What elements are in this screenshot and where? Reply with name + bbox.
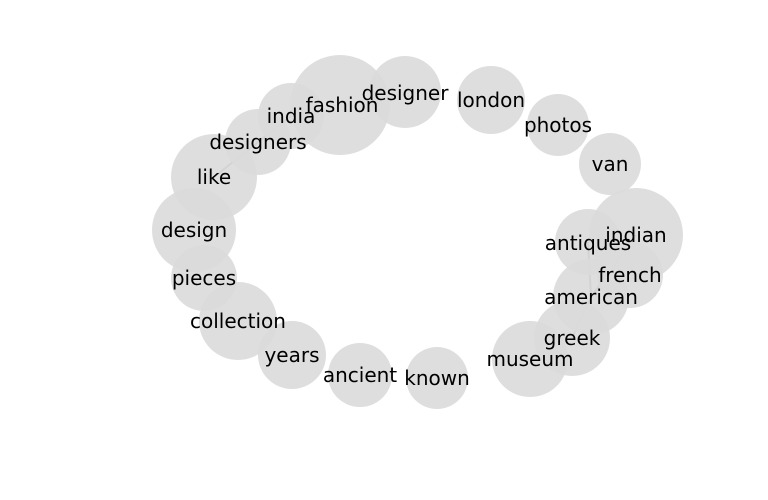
- node-label-indian: indian: [605, 223, 666, 247]
- node-label-american: american: [544, 285, 638, 309]
- node-label-ancient: ancient: [323, 363, 397, 387]
- node-label-india: india: [267, 104, 316, 128]
- node-ancient: [328, 343, 392, 407]
- nodes-layer: [152, 55, 683, 409]
- node-label-collection: collection: [190, 309, 286, 333]
- node-years: [258, 321, 326, 389]
- node-london: [457, 66, 525, 134]
- node-label-years: years: [264, 343, 319, 367]
- node-known: [406, 347, 468, 409]
- node-label-pieces: pieces: [172, 266, 236, 290]
- node-label-designer: designer: [362, 81, 450, 105]
- node-label-van: van: [592, 152, 629, 176]
- node-photos: [527, 94, 589, 156]
- node-museum: [492, 321, 568, 397]
- node-label-fashion: fashion: [306, 93, 379, 117]
- node-label-museum: museum: [486, 347, 573, 371]
- node-label-known: known: [404, 366, 470, 390]
- node-label-designers: designers: [209, 130, 306, 154]
- node-label-antiques: antiques: [545, 231, 631, 255]
- node-india: [258, 83, 324, 149]
- node-label-photos: photos: [524, 113, 592, 137]
- node-van: [579, 133, 641, 195]
- node-label-french: french: [598, 263, 661, 287]
- node-label-greek: greek: [544, 326, 601, 350]
- node-label-london: london: [457, 88, 525, 112]
- node-label-like: like: [197, 165, 231, 189]
- node-label-design: design: [161, 218, 227, 242]
- node-designer: [369, 56, 441, 128]
